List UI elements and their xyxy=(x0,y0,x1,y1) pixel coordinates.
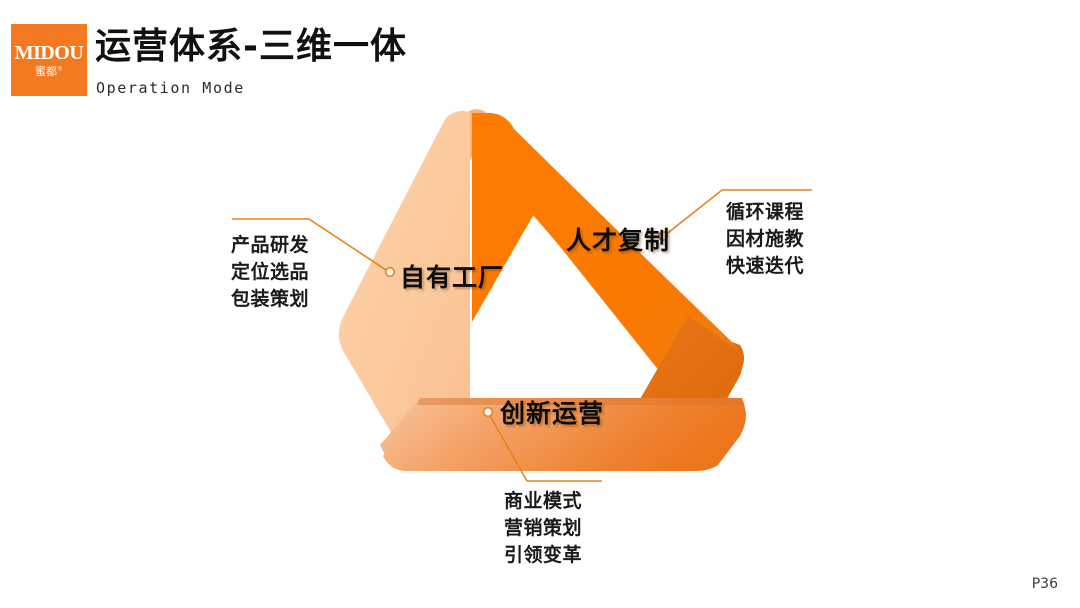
callout-innovation-line-1: 商业模式 xyxy=(504,490,583,512)
connector-line-left xyxy=(232,218,390,273)
callout-factory-line-2: 定位选品 xyxy=(231,261,310,283)
ribbon-bottom-band-main xyxy=(380,398,746,471)
connector-dot-bottom xyxy=(482,406,494,418)
node-label-talent: 人才复制 xyxy=(566,226,671,255)
ribbon-left-band xyxy=(338,111,470,471)
callout-factory-line-1: 产品研发 xyxy=(231,234,310,256)
connector-line-right xyxy=(663,189,812,237)
page-title: 运营体系-三维一体 xyxy=(95,26,407,67)
callout-factory: 产品研发 定位选品 包装策划 xyxy=(231,232,309,313)
callout-talent: 循环课程 因材施教 快速迭代 xyxy=(726,199,804,280)
slide-header: MIDOU 蜜都® 运营体系-三维一体 Operation Mode xyxy=(0,0,1080,120)
brand-logo: MIDOU 蜜都® xyxy=(11,24,87,96)
brand-logo-chinese: 蜜都® xyxy=(35,66,63,77)
callout-talent-line-2: 因材施教 xyxy=(726,228,805,250)
page-number: P36 xyxy=(1031,576,1058,592)
connector-dot-right xyxy=(657,230,669,242)
callout-factory-line-3: 包装策划 xyxy=(231,288,310,310)
callout-talent-line-1: 循环课程 xyxy=(726,201,805,223)
brand-logo-chinese-text: 蜜都 xyxy=(35,65,57,78)
callout-innovation-line-2: 营销策划 xyxy=(504,517,583,539)
connector-line-bottom xyxy=(487,411,602,482)
callout-talent-line-3: 快速迭代 xyxy=(726,255,805,277)
node-label-factory: 自有工厂 xyxy=(400,263,505,292)
node-label-innovation: 创新运营 xyxy=(500,399,605,428)
ribbon-bottom-top-edge xyxy=(417,398,742,405)
registered-mark-icon: ® xyxy=(57,65,63,73)
brand-logo-latin: MIDOU xyxy=(14,42,84,64)
callout-innovation-line-3: 引领变革 xyxy=(504,544,583,566)
callout-innovation: 商业模式 营销策划 引领变革 xyxy=(504,488,582,569)
page-subtitle: Operation Mode xyxy=(96,79,245,97)
connector-dot-left xyxy=(384,266,396,278)
